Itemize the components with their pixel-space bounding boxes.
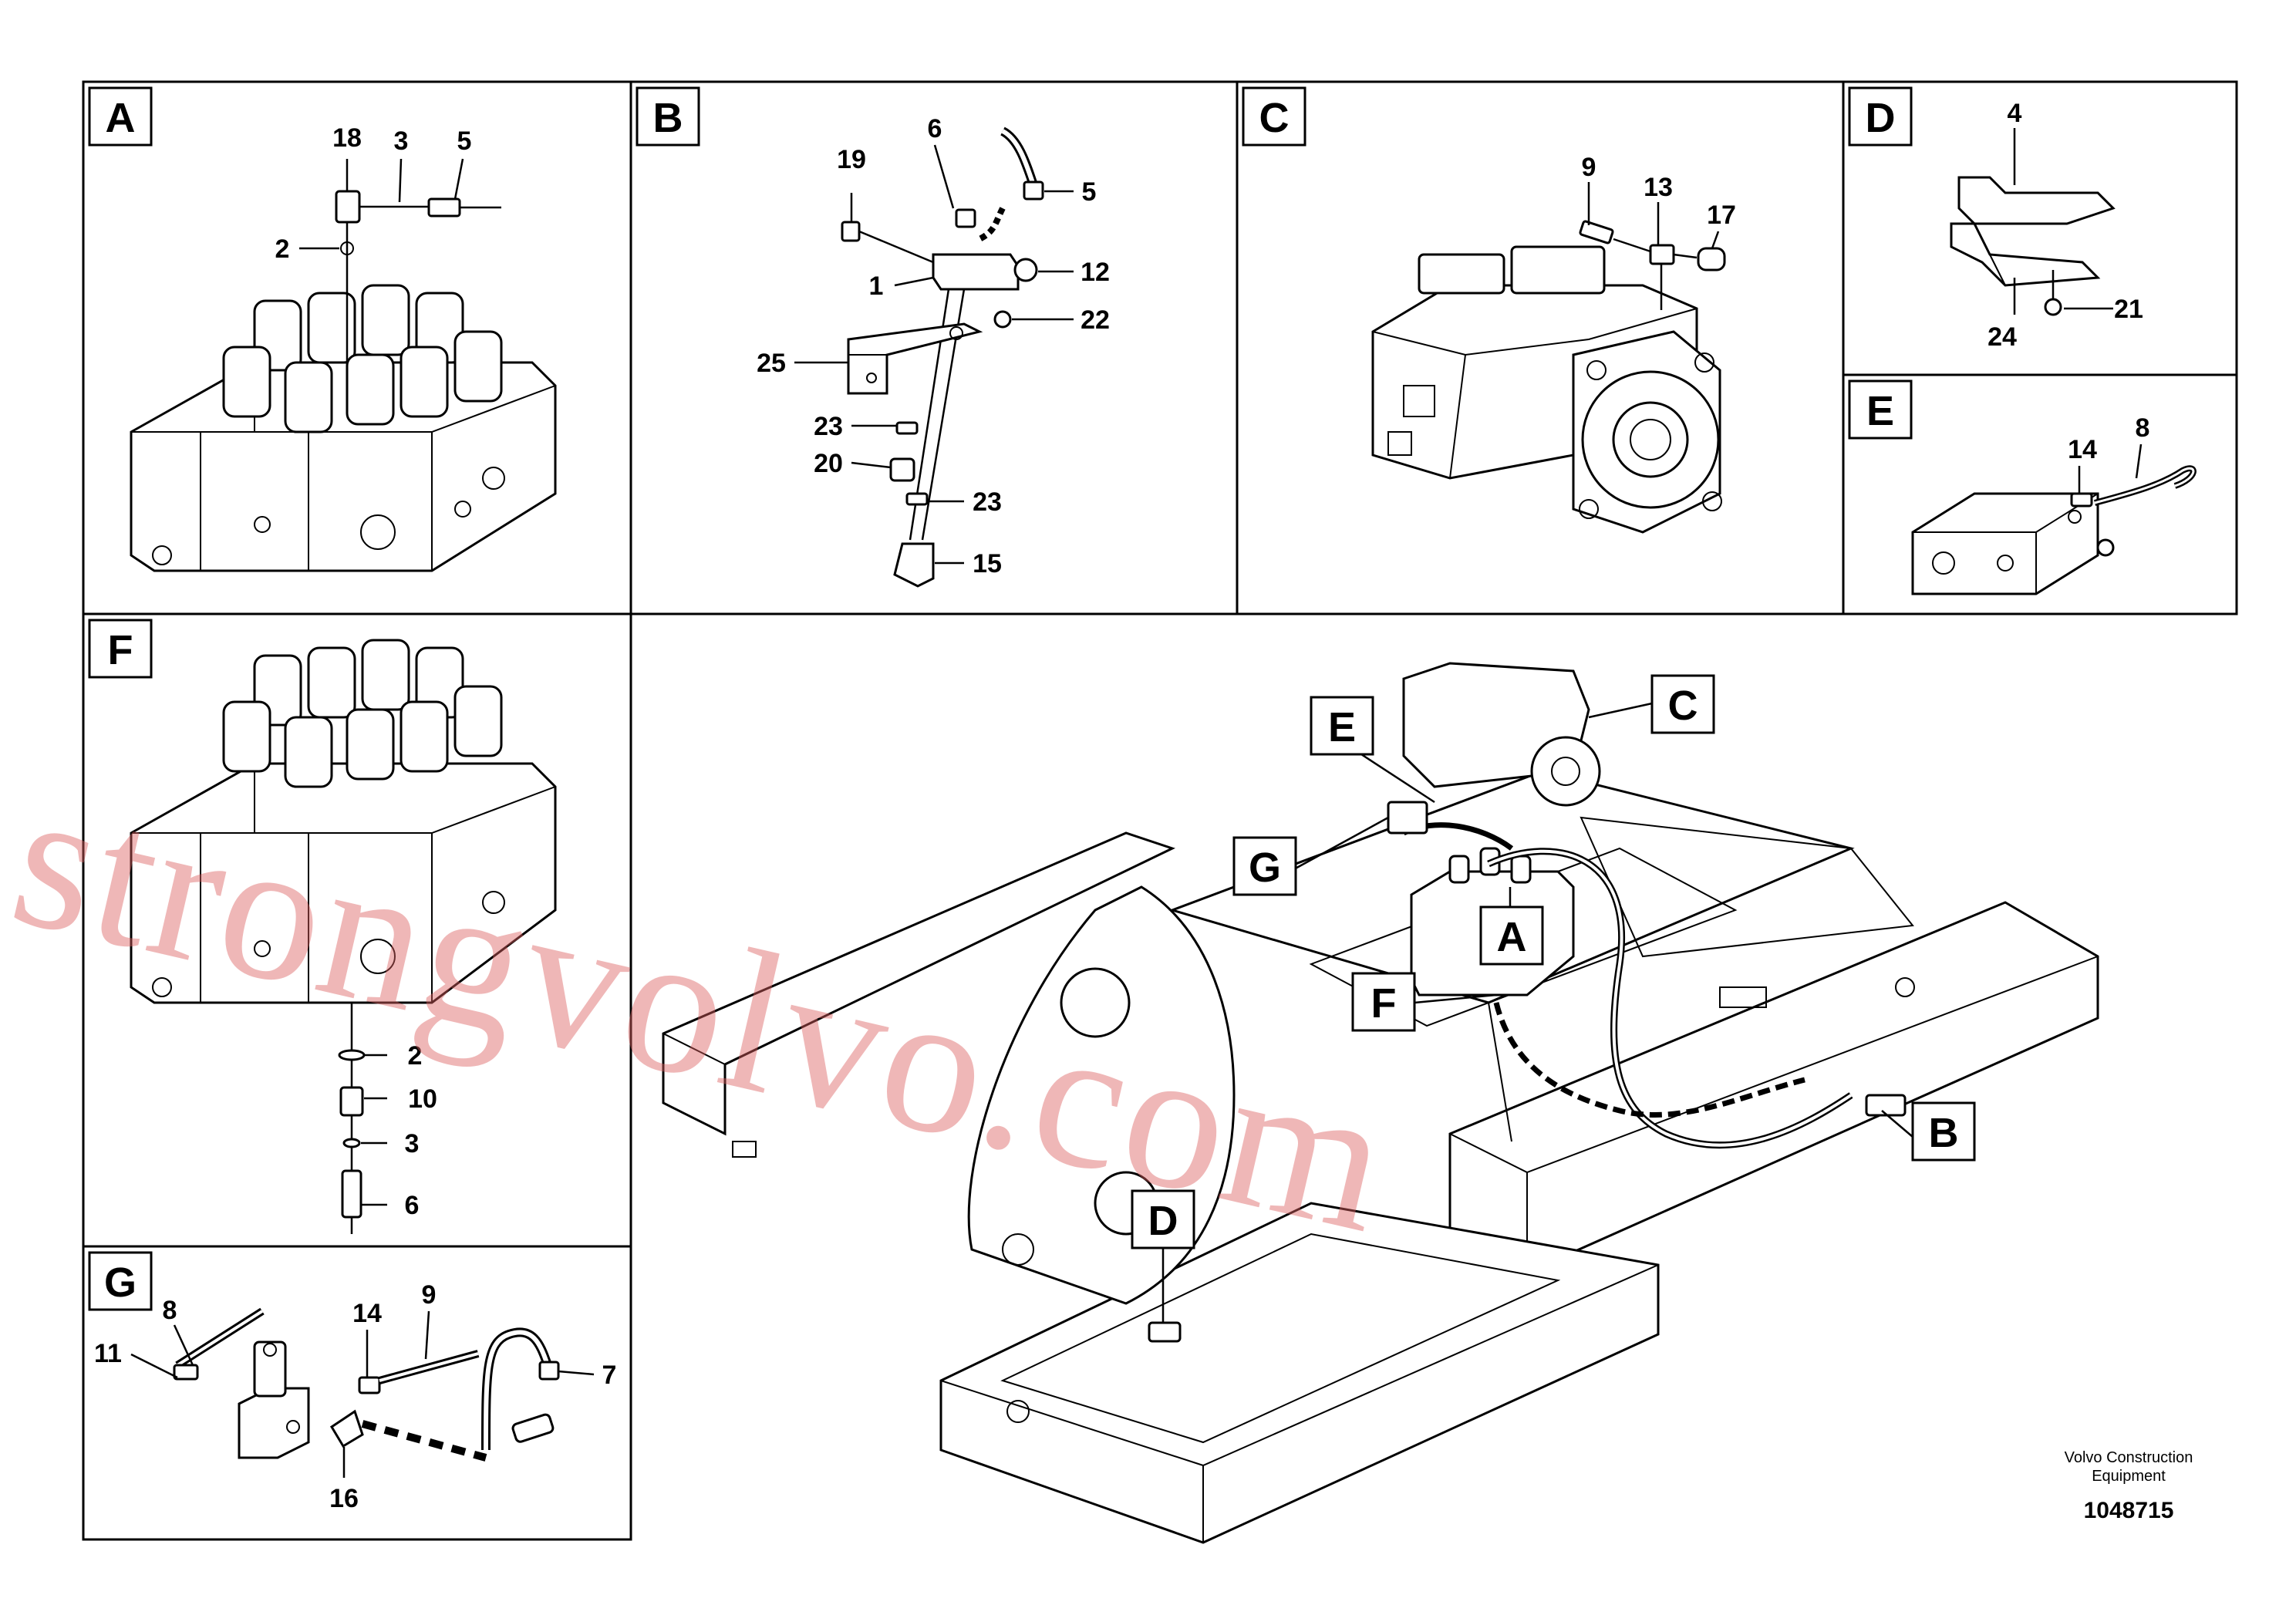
callout-a-3: 3 bbox=[394, 126, 409, 156]
callout-b-15: 15 bbox=[973, 549, 1002, 578]
callout-g-8: 8 bbox=[163, 1296, 177, 1325]
panel-a-illustration: 18 3 5 2 bbox=[130, 123, 557, 572]
callout-g-7: 7 bbox=[602, 1361, 617, 1390]
callout-b-23b: 23 bbox=[973, 487, 1002, 517]
callout-b-23a: 23 bbox=[814, 412, 843, 441]
panel-b-label: B bbox=[636, 86, 700, 147]
callout-b-20: 20 bbox=[814, 449, 843, 478]
panel-c-label: C bbox=[1242, 86, 1306, 147]
callout-d-24: 24 bbox=[1988, 322, 2017, 352]
svg-text:G: G bbox=[104, 1259, 137, 1306]
drawing-number: 1048715 bbox=[2083, 1498, 2174, 1523]
svg-text:C: C bbox=[1668, 683, 1698, 729]
callout-b-1: 1 bbox=[869, 271, 884, 301]
callout-f-3: 3 bbox=[405, 1129, 420, 1158]
callout-b-19: 19 bbox=[837, 145, 866, 174]
overview-label-d: D bbox=[1131, 1189, 1195, 1249]
callout-d-21: 21 bbox=[2114, 295, 2143, 324]
company-line-1: Volvo Construction bbox=[2064, 1449, 2193, 1466]
svg-text:D: D bbox=[1148, 1198, 1178, 1244]
svg-text:F: F bbox=[1371, 980, 1397, 1027]
panel-g-frame bbox=[82, 1245, 632, 1541]
overview-label-a: A bbox=[1479, 905, 1544, 966]
panel-f-label: F bbox=[88, 619, 153, 679]
callout-e-8: 8 bbox=[2136, 413, 2150, 443]
callout-c-17: 17 bbox=[1707, 201, 1736, 230]
callout-f-10: 10 bbox=[408, 1084, 437, 1114]
callout-a-18: 18 bbox=[332, 123, 362, 153]
panel-f-illustration: 2 10 3 6 bbox=[130, 639, 557, 1234]
frame-overview-illustration bbox=[662, 662, 2099, 1544]
overview-label-f: F bbox=[1351, 972, 1416, 1032]
callout-g-11: 11 bbox=[94, 1339, 122, 1368]
callout-a-2: 2 bbox=[275, 234, 290, 264]
callout-f-6: 6 bbox=[405, 1191, 420, 1220]
panel-g-illustration: 8 11 14 9 7 16 bbox=[94, 1280, 616, 1513]
callout-c-9: 9 bbox=[1582, 153, 1596, 182]
callout-e-14: 14 bbox=[2068, 435, 2097, 464]
callout-g-16: 16 bbox=[329, 1484, 359, 1513]
svg-text:G: G bbox=[1249, 845, 1281, 891]
overview-label-b: B bbox=[1911, 1101, 1976, 1162]
company-line-2: Equipment bbox=[2092, 1468, 2166, 1485]
svg-text:A: A bbox=[1497, 914, 1527, 960]
svg-text:B: B bbox=[1929, 1110, 1959, 1156]
panel-g-label: G bbox=[88, 1251, 153, 1311]
panel-e-label: E bbox=[1848, 379, 1913, 440]
panel-a-label: A bbox=[88, 86, 153, 147]
callout-a-5: 5 bbox=[457, 126, 472, 156]
panel-d-illustration: 4 24 21 bbox=[1950, 99, 2143, 352]
panel-b-frame bbox=[629, 80, 1239, 615]
callout-b-5: 5 bbox=[1082, 177, 1097, 207]
overview-label-g: G bbox=[1232, 836, 1297, 896]
panel-b-illustration: 6 19 5 1 12 22 25 23 20 23 15 bbox=[757, 114, 1110, 588]
callout-d-4: 4 bbox=[2008, 99, 2022, 128]
svg-text:A: A bbox=[106, 95, 136, 141]
panel-d-label: D bbox=[1848, 86, 1913, 147]
svg-text:C: C bbox=[1259, 95, 1290, 141]
callout-b-6: 6 bbox=[928, 114, 942, 143]
svg-text:D: D bbox=[1866, 95, 1896, 141]
overview-label-e: E bbox=[1310, 696, 1374, 756]
overview-label-c: C bbox=[1650, 674, 1715, 734]
callout-c-13: 13 bbox=[1644, 173, 1673, 202]
callout-b-22: 22 bbox=[1081, 305, 1110, 335]
callout-g-14: 14 bbox=[352, 1299, 382, 1328]
svg-text:B: B bbox=[653, 95, 683, 141]
callout-f-2: 2 bbox=[408, 1041, 423, 1071]
callout-b-12: 12 bbox=[1081, 258, 1110, 287]
svg-text:E: E bbox=[1328, 704, 1356, 750]
drawing-footer: Volvo Construction Equipment 1048715 bbox=[2036, 1448, 2221, 1524]
panel-e-illustration: 14 8 bbox=[1911, 413, 2197, 595]
callout-g-9: 9 bbox=[422, 1280, 437, 1310]
svg-text:E: E bbox=[1866, 388, 1894, 434]
svg-text:F: F bbox=[108, 627, 133, 673]
callout-b-25: 25 bbox=[757, 349, 786, 378]
panel-c-illustration: 9 13 17 bbox=[1371, 153, 1736, 534]
